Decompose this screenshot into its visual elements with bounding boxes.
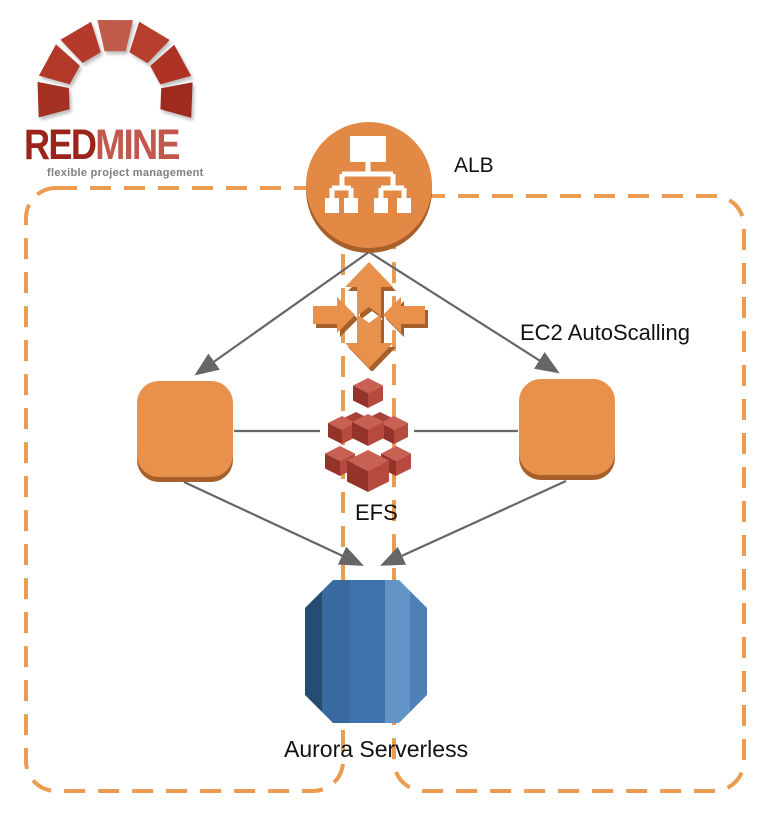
load-balancer-tree-icon xyxy=(325,136,411,213)
autoscaling-label: EC2 AutoScalling xyxy=(520,320,690,345)
alb-load-balancer-node xyxy=(306,122,432,248)
ec2-autoscaling-arrows-icon xyxy=(313,262,428,371)
alb-label: ALB xyxy=(454,154,494,177)
connector-alb-to-ec2-left xyxy=(194,251,370,376)
connector-ec2-right-to-aurora xyxy=(379,479,567,566)
redmine-arch-icon xyxy=(37,20,193,118)
efs-label: EFS xyxy=(355,500,398,525)
ec2-instance-left xyxy=(137,381,233,477)
ec2-instance-right xyxy=(519,379,615,475)
brand-prefix: RED xyxy=(24,121,97,169)
brand-suffix: MINE xyxy=(95,121,180,169)
aurora-serverless-icon xyxy=(305,580,427,723)
logo-tagline: flexible project management xyxy=(47,167,204,179)
redmine-wordmark: REDMINE xyxy=(24,121,180,169)
connector-alb-to-ec2-right xyxy=(368,251,560,374)
efs-cubes-icon xyxy=(325,378,411,492)
availability-zone-left xyxy=(24,186,345,793)
aurora-label: Aurora Serverless xyxy=(284,736,469,762)
redmine-logo: REDMINE flexible project management xyxy=(0,0,230,190)
availability-zone-right xyxy=(392,194,746,793)
connector-ec2-left-to-aurora xyxy=(183,481,364,566)
